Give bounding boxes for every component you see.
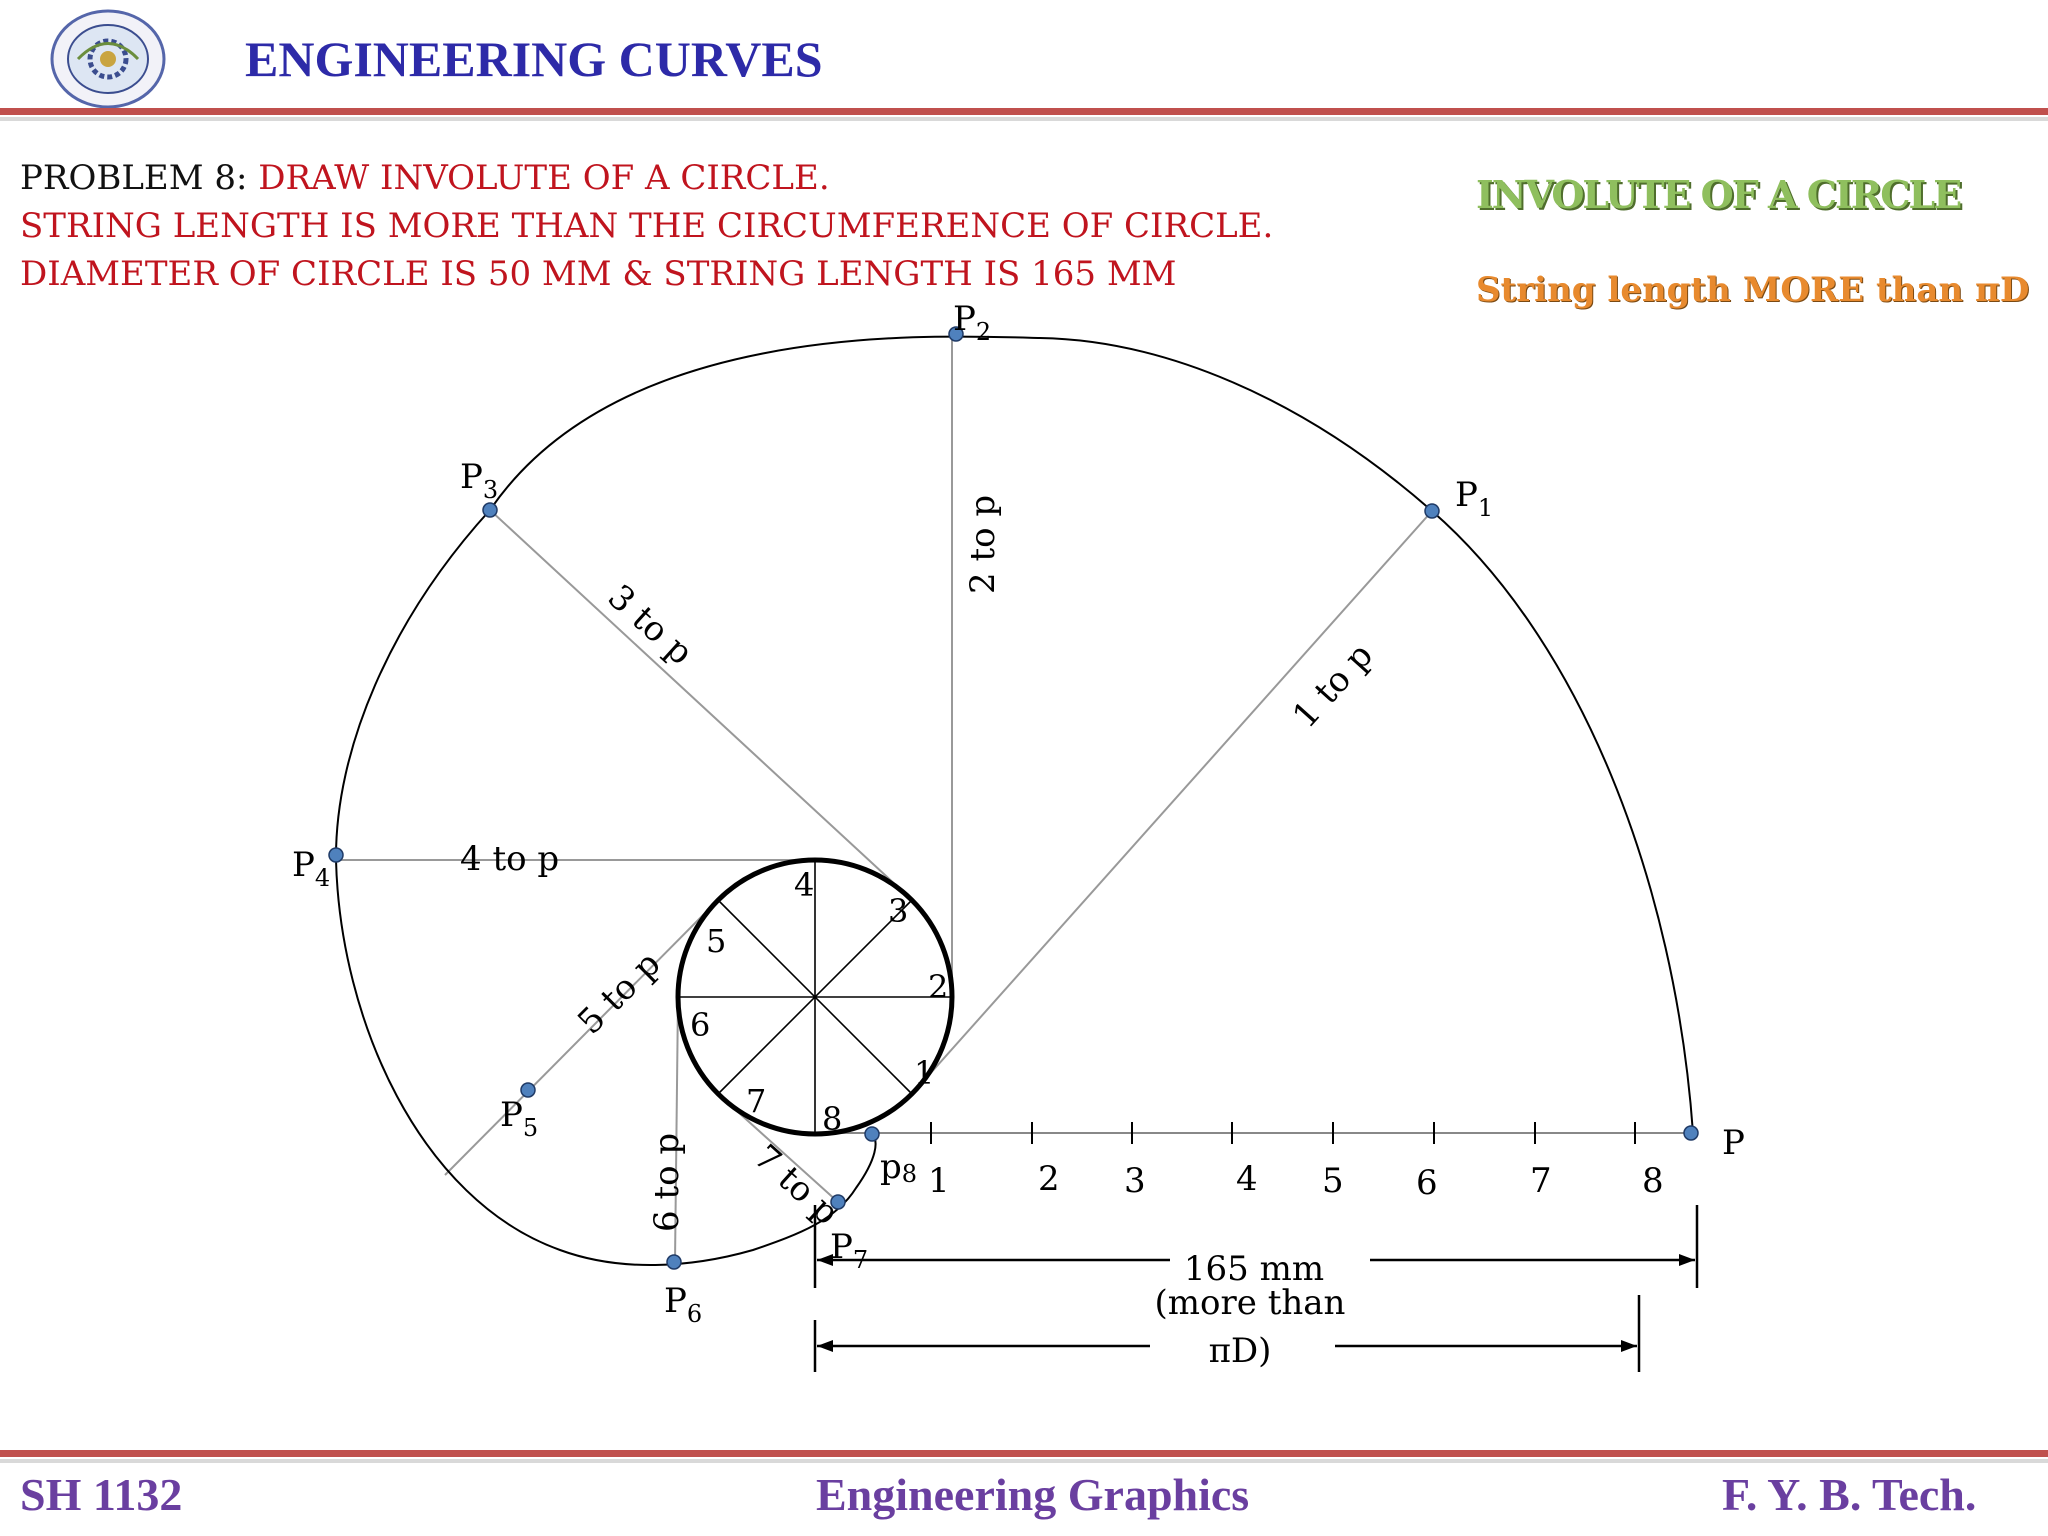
scale-mark-4: 4 [1236,1159,1258,1199]
scale-ticks [930,1122,1636,1144]
scale-mark-6: 6 [1416,1163,1438,1203]
side-subtitle: String length MORE than πD [1476,270,2030,310]
footer-class: F. Y. B. Tech. [1722,1469,1977,1520]
footer-course-name: Engineering Graphics [816,1469,1250,1520]
circle-division-8: 8 [822,1100,842,1138]
circle-division-5: 5 [706,922,726,960]
point-label-p1: P1 [1455,475,1493,522]
circle-diameters [678,860,952,1134]
scale-mark-5: 5 [1322,1161,1344,1201]
problem-line-3: DIAMETER OF CIRCLE IS 50 MM & STRING LEN… [20,254,1177,294]
scale-mark-7: 7 [1530,1161,1552,1201]
point-label-p2: P2 [953,299,991,346]
header-divider [0,108,2048,115]
point-label-p3: P3 [460,457,498,504]
dimension-165 [813,1205,1699,1288]
curve-points [328,326,1699,1270]
point-label-p4: P4 [292,845,330,892]
base-circle [675,857,955,1137]
dimension-pid-label-2: πD) [1209,1331,1272,1371]
page-title: ENGINEERING CURVES [245,31,823,87]
problem-line-2: STRING LENGTH IS MORE THAN THE CIRCUMFER… [20,206,1274,246]
scale-mark-8: 8 [1642,1161,1664,1201]
circle-division-2: 2 [928,968,948,1006]
involute-curve [334,335,1694,1267]
dimension-165-label: 165 mm [1184,1249,1324,1289]
circle-division-6: 6 [690,1006,710,1044]
footer-divider-shadow [0,1459,2048,1463]
footer-divider [0,1450,2048,1457]
tangent-label-1: 1 to p [1285,636,1381,736]
point-label-p6: P6 [664,1281,702,1328]
circle-division-3: 3 [888,892,908,930]
problem-statement-1: DRAW INVOLUTE OF A CIRCLE. [258,158,830,198]
circle-division-7: 7 [746,1082,766,1120]
tangent-label-2: 2 to p [963,495,1003,594]
dimension-pid-label-1: (more than [1155,1283,1346,1323]
end-point-label: P [1722,1123,1745,1163]
tangent-label-6: 6 to p [647,1133,687,1232]
footer-course-code: SH 1132 [20,1469,183,1520]
tangent-label-5: 5 to p [570,944,668,1042]
dimension-pid [813,1295,1641,1372]
problem-line-1: PROBLEM 8: DRAW INVOLUTE OF A CIRCLE. [20,158,830,198]
tangent-lines [336,335,1433,1263]
point-label-p7: P7 [830,1227,868,1274]
header-divider-shadow [0,117,2048,121]
scale-mark-1: 1 [928,1161,950,1201]
p8-label: p8 [880,1147,917,1188]
scale-mark-2: 2 [1038,1159,1060,1199]
scale-mark-3: 3 [1124,1161,1146,1201]
circle-division-4: 4 [794,866,814,904]
point-label-p5: P5 [500,1095,538,1142]
tangent-label-7: 7 to p [746,1137,846,1233]
side-title: INVOLUTE OF A CIRCLE [1476,172,1962,217]
circle-division-1: 1 [914,1054,934,1092]
problem-prefix: PROBLEM 8: [20,158,259,198]
tangent-label-4: 4 to p [460,839,559,879]
institute-logo [50,9,166,109]
